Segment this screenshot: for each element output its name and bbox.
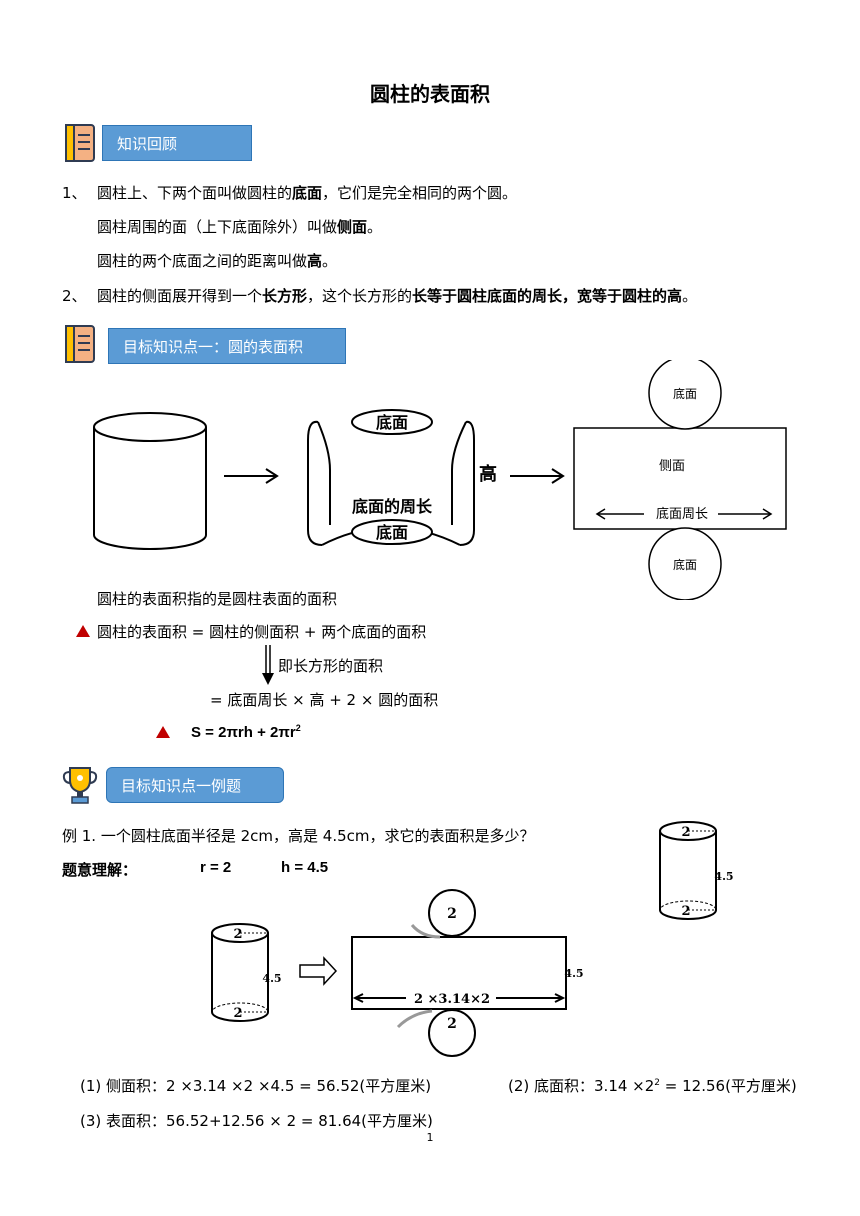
svg-text:4.5: 4.5 — [564, 967, 583, 980]
review-line-2: 圆柱周围的面（上下底面除外）叫做侧面。 — [97, 218, 383, 236]
svg-text:2: 2 — [681, 825, 690, 840]
net-side-label: 侧面 — [659, 459, 685, 474]
down-arrow-icon — [262, 645, 274, 685]
notebook-icon — [65, 325, 95, 363]
review-line-3: 圆柱的两个底面之间的距离叫做高。 — [97, 252, 338, 270]
scroll-perimeter-label: 底面的周长 — [352, 497, 433, 516]
notebook-icon — [65, 124, 95, 162]
svg-text:2: 2 — [233, 1006, 242, 1021]
svg-text:2: 2 — [447, 1016, 457, 1032]
review-number-1: 1、 — [62, 184, 87, 202]
example-net-diagram: 2 2 4.5 4.5 2 ×3.14×2 2 2 — [211, 889, 584, 1057]
trophy-icon — [62, 767, 98, 804]
section-title: 目标知识点一：圆的表面积 — [108, 328, 346, 364]
formula-line-1: 圆柱的表面积 = 圆柱的侧面积 + 两个底面的面积 — [97, 623, 427, 641]
example-question: 例 1. 一个圆柱底面半径是 2cm，高是 4.5cm，求它的表面积是多少？ — [62, 827, 535, 845]
example-cylinder-figure: 2 2 4.5 — [659, 821, 734, 920]
svg-text:2: 2 — [681, 904, 690, 919]
formula-note: 即长方形的面积 — [278, 657, 384, 675]
understand-label: 题意理解： — [62, 861, 138, 879]
svg-text:4.5: 4.5 — [714, 870, 733, 883]
net-perimeter-label: 底面周长 — [656, 506, 708, 522]
svg-text:4.5: 4.5 — [262, 972, 281, 985]
section-title: 知识回顾 — [102, 125, 252, 161]
double-arrow-icon — [595, 508, 773, 520]
formula-s: S = 2πrh + 2πr2 — [191, 723, 301, 741]
cylinder-shape — [93, 412, 207, 550]
svg-text:2 ×3.14×2: 2 ×3.14×2 — [414, 992, 490, 1007]
height-label: 高 — [479, 463, 497, 485]
svg-text:2: 2 — [233, 927, 242, 942]
formula-line-2: = 底面周长 × 高 + 2 × 圆的面积 — [210, 691, 439, 709]
triangle-icon — [156, 726, 170, 738]
net-bottom-circle — [648, 527, 722, 600]
net-top-circle — [648, 360, 722, 430]
triangle-icon — [76, 625, 90, 637]
scroll-bottom-label: 底面 — [376, 523, 408, 542]
hollow-arrow-icon — [299, 956, 338, 986]
net-bottom-label: 底面 — [673, 557, 697, 572]
arrow-icon — [224, 468, 279, 484]
svg-text:2: 2 — [447, 906, 457, 922]
page-number: 1 — [426, 1131, 434, 1144]
height-value: h = 4.5 — [281, 859, 329, 876]
review-line-4: 圆柱的侧面展开得到一个长方形，这个长方形的长等于圆柱底面的周长，宽等于圆柱的高。 — [97, 287, 698, 305]
radius-value: r = 2 — [200, 859, 232, 876]
step-1: (1) 侧面积：2 ×3.14 ×2 ×4.5 = 56.52(平方厘米) — [80, 1077, 432, 1095]
review-line-1: 圆柱上、下两个面叫做圆柱的底面，它们是完全相同的两个圆。 — [97, 184, 518, 202]
net-top-label: 底面 — [673, 386, 697, 401]
arrow-icon — [510, 468, 565, 484]
page-title: 圆柱的表面积 — [370, 82, 490, 106]
section-title: 目标知识点一例题 — [106, 767, 284, 803]
formula-intro: 圆柱的表面积指的是圆柱表面的面积 — [97, 590, 338, 608]
net-rectangle — [573, 427, 787, 530]
scroll-top-label: 底面 — [376, 413, 408, 432]
step-3: (3) 表面积：56.52+12.56 × 2 = 81.64(平方厘米) — [80, 1112, 433, 1130]
unrolling-cylinder-shape — [307, 409, 475, 546]
step-2: (2) 底面积：3.14 ×22 = 12.56(平方厘米) — [508, 1077, 797, 1095]
review-number-2: 2、 — [62, 287, 87, 305]
cylinder-unfold-diagram: 底面 底面的周长 底面 高 侧面 底面周长 底面 底面 — [93, 360, 787, 600]
